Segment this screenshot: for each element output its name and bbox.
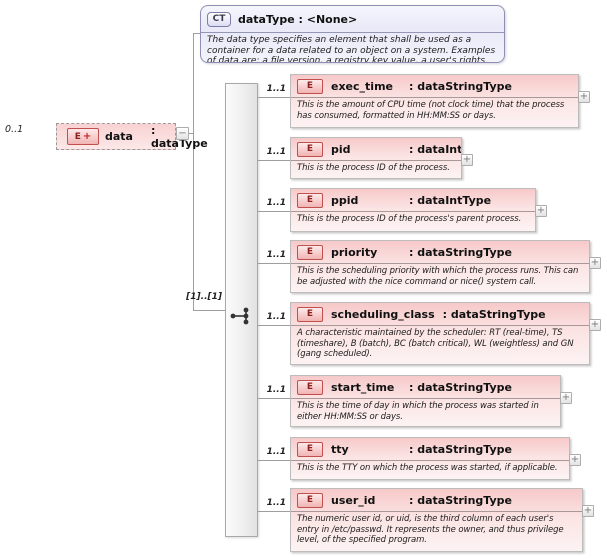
element-box[interactable]: E ppid : dataIntType This is the process… (290, 188, 536, 232)
element-name: priority (331, 245, 378, 259)
element-box[interactable]: E start_time : dataStringType This is th… (290, 375, 561, 427)
compositor-occurrence-label: [1]..[1] (186, 292, 222, 302)
child-cardinality-label: 1..1 (266, 147, 286, 157)
connector-child (258, 97, 290, 98)
expand-button[interactable]: + (582, 505, 594, 517)
element-icon: E (297, 441, 323, 457)
element-name: start_time (331, 380, 395, 394)
expand-button[interactable]: + (578, 91, 590, 103)
element-annotation: This is the process ID of the process. (297, 163, 450, 173)
element-type: : dataStringType (409, 442, 512, 456)
element-name: tty (331, 442, 349, 456)
complex-type-box[interactable]: CT dataType : <None> The data type speci… (200, 5, 505, 63)
element-type: : dataIntType (409, 193, 492, 207)
element-type: : dataStringType (442, 307, 546, 321)
sequence-compositor-bar[interactable] (225, 83, 258, 537)
complex-type-header: CT dataType : <None> (201, 6, 504, 33)
element-header: E priority : dataStringType (291, 241, 589, 264)
connector-child (258, 460, 290, 461)
root-element-box[interactable]: E + data : dataType (56, 123, 208, 150)
child-cardinality-label: 1..1 (266, 447, 286, 457)
element-header: E tty : dataStringType (291, 438, 569, 461)
connector-compositor-stub (193, 310, 225, 311)
element-header: E ppid : dataIntType (291, 189, 535, 212)
connector-ct-stub (193, 33, 200, 34)
child-cardinality-label: 1..1 (266, 250, 286, 260)
child-cardinality-label: 1..1 (266, 198, 286, 208)
element-annotation: The numeric user id, or uid, is the thir… (297, 514, 564, 545)
complex-type-annotation: The data type specifies an element that … (207, 35, 496, 63)
expand-button[interactable]: + (535, 205, 547, 217)
expand-button[interactable]: + (461, 154, 473, 166)
element-box[interactable]: E pid : dataIntType This is the process … (290, 137, 462, 179)
connector-child (258, 325, 290, 326)
element-icon: E (297, 492, 323, 508)
element-annotation: This is the process ID of the process's … (297, 214, 522, 224)
element-box[interactable]: E user_id : dataStringType The numeric u… (290, 488, 583, 552)
element-badge-plus: + (82, 130, 92, 142)
element-icon: E (297, 78, 323, 94)
connector-child (258, 511, 290, 512)
element-header: E start_time : dataStringType (291, 376, 560, 399)
element-type: : dataStringType (409, 493, 512, 507)
element-header: E scheduling_class : dataStringType (291, 303, 589, 326)
element-icon: E (297, 306, 323, 322)
child-cardinality-label: 1..1 (266, 312, 286, 322)
element-annotation: This is the amount of CPU time (not cloc… (297, 100, 565, 121)
element-name: scheduling_class (331, 307, 435, 321)
element-icon: E (297, 379, 323, 395)
element-header: E user_id : dataStringType (291, 489, 582, 512)
element-type: : dataStringType (409, 79, 512, 93)
expand-button[interactable]: + (589, 319, 601, 331)
element-icon: E (297, 192, 323, 208)
connector-child (258, 263, 290, 264)
element-box[interactable]: E tty : dataStringType This is the TTY o… (290, 437, 570, 480)
expand-button[interactable]: + (569, 454, 581, 466)
element-header: E pid : dataIntType (291, 138, 461, 161)
sequence-icon (229, 306, 255, 330)
connector-child (258, 398, 290, 399)
connector-child (258, 211, 290, 212)
element-name: pid (331, 142, 351, 156)
root-cardinality-label: 0..1 (5, 124, 24, 135)
element-name: user_id (331, 493, 376, 507)
expand-button[interactable]: + (589, 257, 601, 269)
element-annotation: This is the time of day in which the pro… (297, 401, 539, 422)
element-annotation: A characteristic maintained by the sched… (297, 328, 574, 359)
element-name: ppid (331, 193, 359, 207)
element-icon: E (297, 141, 323, 157)
element-box[interactable]: E scheduling_class : dataStringType A ch… (290, 302, 590, 365)
connector-root-stub (188, 133, 193, 134)
element-box[interactable]: E exec_time : dataStringType This is the… (290, 74, 579, 128)
collapse-toggle-button[interactable]: − (176, 127, 189, 140)
element-type: : dataStringType (409, 245, 512, 259)
element-box[interactable]: E priority : dataStringType This is the … (290, 240, 590, 293)
element-annotation: This is the scheduling priority with whi… (297, 266, 579, 287)
child-cardinality-label: 1..1 (266, 498, 286, 508)
expand-button[interactable]: + (560, 392, 572, 404)
element-name: exec_time (331, 79, 393, 93)
element-type: : dataStringType (409, 380, 512, 394)
element-icon: E (297, 244, 323, 260)
child-cardinality-label: 1..1 (266, 385, 286, 395)
connector-trunk-vertical (193, 33, 194, 311)
complex-type-title: dataType : <None> (238, 12, 358, 26)
element-annotation: This is the TTY on which the process was… (297, 463, 558, 473)
element-plus-icon: E + (67, 128, 99, 145)
root-element-name: data (105, 130, 133, 143)
element-type: : dataIntType (409, 142, 462, 156)
element-badge-letter: E (74, 131, 81, 142)
child-cardinality-label: 1..1 (266, 84, 286, 94)
connector-child (258, 160, 290, 161)
element-header: E exec_time : dataStringType (291, 75, 578, 98)
complex-type-icon: CT (207, 11, 231, 27)
root-element-type: : dataType (151, 123, 208, 150)
